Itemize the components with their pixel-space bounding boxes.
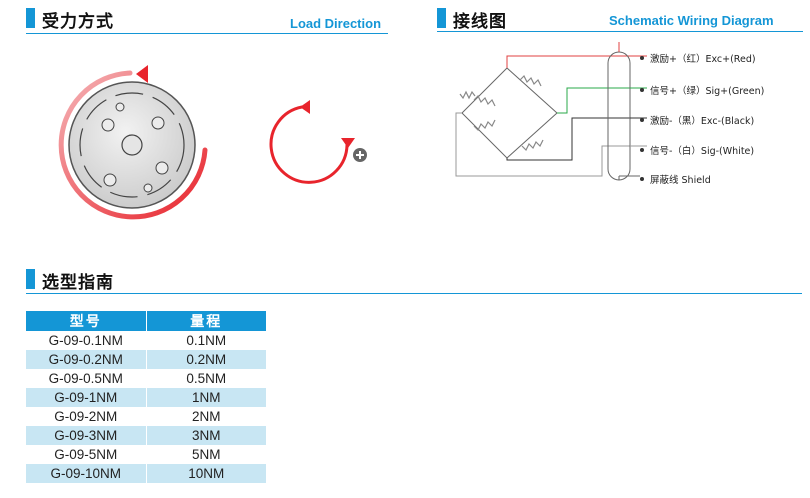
cable-bundle: [607, 42, 640, 181]
cell-range: 3NM: [145, 426, 266, 445]
table-row: G-09-0.5NM 0.5NM: [26, 369, 266, 388]
selection-guide-title: 选型指南: [42, 273, 114, 292]
mount-hole: [155, 161, 169, 175]
section-divider: [437, 31, 803, 32]
wiring-diagram: [455, 55, 647, 177]
wire-green: [557, 87, 647, 114]
bullet-dot-icon: [640, 147, 644, 152]
mount-hole: [151, 116, 165, 130]
arrow-head-icon: [300, 100, 310, 114]
bullet-dot-icon: [640, 55, 644, 60]
section-marker: [26, 269, 35, 289]
section-divider: [26, 33, 388, 34]
section-marker: [437, 8, 446, 28]
table-row: G-09-1NM 1NM: [26, 388, 266, 407]
center-hole: [121, 134, 143, 156]
cell-range: 0.1NM: [145, 331, 266, 350]
cell-model: G-09-3NM: [26, 426, 146, 445]
wire-label-sig-plus: 信号+（绿）Sig+(Green): [650, 86, 765, 97]
cell-range: 10NM: [145, 464, 266, 483]
wire-label-exc-plus: 激励+（红）Exc+(Red): [650, 54, 756, 65]
wiring-title: 接线图: [453, 12, 507, 31]
section-divider: [26, 293, 802, 294]
mount-hole: [115, 102, 125, 112]
wire-label-row: 激励-（黑）Exc-(Black): [640, 111, 754, 129]
wiring-subtitle: Schematic Wiring Diagram: [609, 13, 774, 28]
table-row: G-09-0.1NM 0.1NM: [26, 331, 266, 350]
wire-label-exc-minus: 激励-（黑）Exc-(Black): [650, 116, 755, 127]
column-header-model: 型号: [26, 311, 146, 331]
cell-range: 1NM: [145, 388, 266, 407]
bullet-dot-icon: [640, 117, 644, 122]
mount-hole: [101, 118, 115, 132]
bullet-dot-icon: [640, 87, 644, 92]
sensor-face-illustration: [58, 65, 208, 220]
cell-model: G-09-2NM: [54, 409, 118, 424]
cell-model: G-09-0.1NM: [48, 333, 123, 348]
cell-range: 5NM: [145, 445, 266, 464]
wire-black: [506, 117, 647, 161]
table-row: G-09-5NM 5NM: [26, 445, 266, 464]
wire-red: [506, 55, 647, 68]
table-row: G-09-10NM 10NM: [26, 464, 266, 483]
wire-label-sig-minus: 信号-（白）Sig-(White): [650, 146, 755, 157]
cell-model: G-09-0.5NM: [48, 371, 123, 386]
torque-arrow-icon: [269, 105, 349, 184]
wire-label-shield: 屏蔽线 Shield: [650, 175, 711, 186]
cell-range: 0.5NM: [145, 369, 266, 388]
selection-table: 型号 量程 G-09-0.1NM 0.1NM G-09-0.2NM 0.2NM …: [26, 311, 266, 483]
cell-range: 0.2NM: [145, 350, 266, 369]
load-direction-subtitle: Load Direction: [290, 16, 382, 31]
bullet-dot-icon: [640, 176, 644, 181]
arrow-head-icon: [136, 65, 148, 83]
column-header-range: 量程: [145, 311, 266, 331]
wire-label-row: 屏蔽线 Shield: [640, 170, 711, 188]
table-header-row: 型号 量程: [26, 311, 266, 331]
wire-label-row: 信号-（白）Sig-(White): [640, 141, 754, 159]
wire-label-row: 信号+（绿）Sig+(Green): [640, 81, 764, 99]
mount-hole: [103, 173, 117, 187]
arrow-head-icon: [341, 138, 355, 148]
cell-model: G-09-10NM: [26, 464, 146, 483]
torque-arrow-icon: [58, 70, 208, 220]
section-marker: [26, 8, 35, 28]
cell-model: G-09-1NM: [26, 388, 146, 407]
cell-model: G-09-0.2NM: [26, 350, 146, 369]
cell-model: G-09-5NM: [54, 447, 118, 462]
table-row: G-09-2NM 2NM: [26, 407, 266, 426]
wire-label-row: 激励+（红）Exc+(Red): [640, 49, 756, 67]
wire-white: [455, 112, 647, 177]
cell-range: 2NM: [145, 407, 266, 426]
table-row: G-09-0.2NM 0.2NM: [26, 350, 266, 369]
load-direction-title: 受力方式: [42, 12, 114, 31]
table-row: G-09-3NM 3NM: [26, 426, 266, 445]
mount-hole: [143, 183, 153, 193]
rotation-arrow-illustration: [269, 100, 367, 184]
